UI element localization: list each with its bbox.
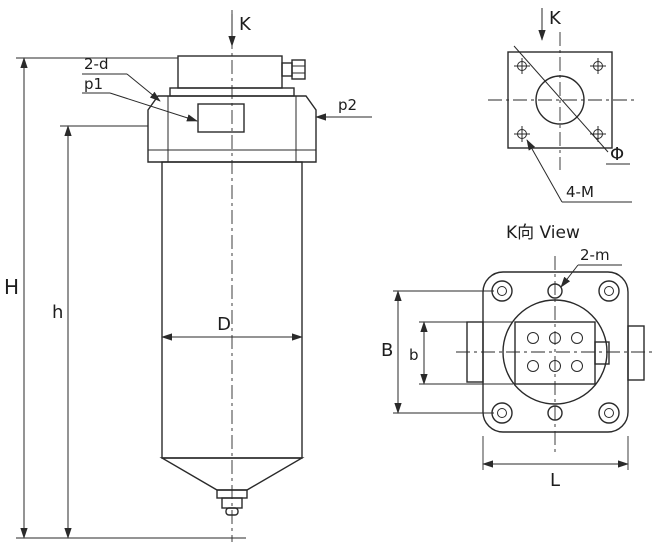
head-port-window (197, 103, 245, 133)
bore-diameter-leader (513, 45, 609, 153)
dim-label-h: h (52, 302, 63, 323)
callout-4m-label: 4-M (566, 183, 594, 201)
front-view-dimensions: D H h 2-d p1 p2 (4, 55, 372, 539)
port-hole (571, 360, 583, 372)
dim-label-L: L (550, 470, 560, 491)
port-block-holes (527, 332, 583, 372)
k-view-title: K向 View (506, 223, 580, 243)
m-hole-top (547, 283, 563, 299)
fitting-hex-head (291, 59, 306, 80)
callout-2d-leader (126, 73, 161, 102)
flange-bolt-holes (514, 58, 606, 142)
section-k-label-flange: K (549, 8, 562, 29)
side-tab-right (627, 325, 645, 381)
port-block-stub (594, 341, 610, 365)
callout-4m-leader (526, 139, 563, 203)
center-bore (535, 75, 585, 125)
corner-hole (491, 280, 513, 302)
dim-label-B: B (381, 340, 393, 361)
port-hole (549, 332, 561, 344)
corner-hole-inner (497, 286, 507, 296)
port-hole (527, 360, 539, 372)
callout-p2-label: p2 (338, 96, 357, 114)
corner-hole-inner (604, 408, 614, 418)
corner-hole (491, 402, 513, 424)
corner-hole (598, 402, 620, 424)
flange-view: K Φ 4-M (488, 8, 634, 203)
top-cap (177, 55, 283, 89)
port-hole (527, 332, 539, 344)
head-center-circle (502, 299, 608, 405)
mounting-square (507, 51, 613, 149)
dim-label-D: D (217, 314, 231, 335)
front-view: K (147, 10, 317, 542)
k-direction-view: K向 View 2-m (381, 223, 656, 491)
dim-label-phi: Φ (610, 144, 624, 165)
m-hole-bottom (547, 405, 563, 421)
dim-label-H: H (4, 275, 19, 299)
callout-2m-label: 2-m (580, 246, 610, 264)
callout-2d-label: 2-d (84, 55, 108, 73)
port-hole (549, 360, 561, 372)
port-hole (571, 332, 583, 344)
callout-2m-leader (560, 264, 579, 288)
corner-hole (598, 280, 620, 302)
corner-hole-inner (497, 408, 507, 418)
corner-hole-inner (604, 286, 614, 296)
fitting-neck (281, 62, 293, 77)
dim-label-b: b (409, 346, 419, 364)
callout-p1-label: p1 (84, 75, 103, 93)
section-k-label-front: K (239, 14, 252, 35)
drain-plug-tip (225, 507, 239, 516)
callout-p1-leader (109, 92, 198, 122)
